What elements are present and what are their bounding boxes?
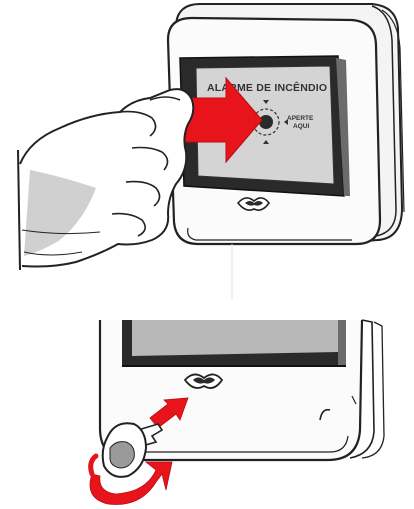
panel-hint-line2: AQUI <box>293 123 309 130</box>
emblem-top <box>238 198 269 210</box>
alarm-device-top <box>168 4 404 300</box>
panel-title: ALARME DE INCÊNDIO <box>207 81 327 94</box>
pressing-hand-icon <box>18 89 193 270</box>
panel-hint-line1: APERTE <box>287 115 314 122</box>
